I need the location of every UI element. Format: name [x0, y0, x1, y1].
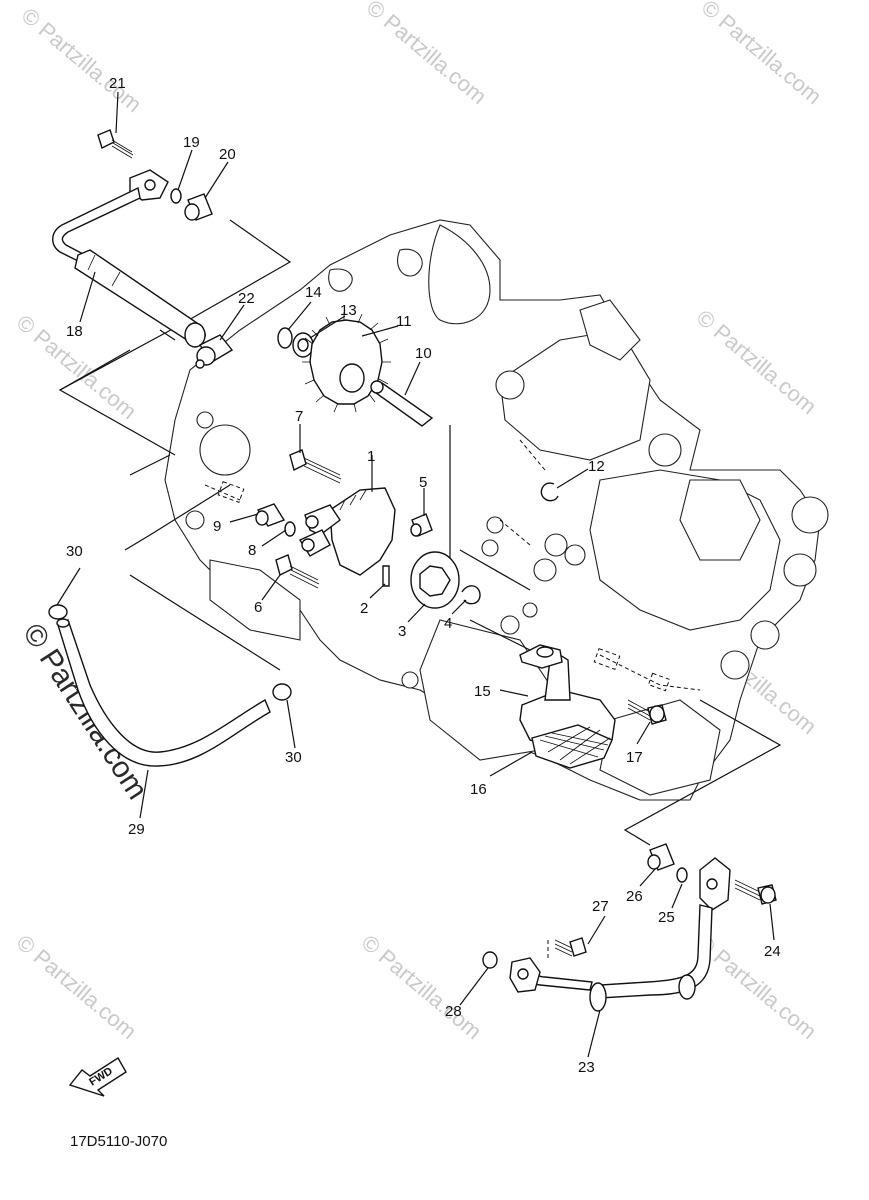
callout-26: 26	[626, 888, 643, 905]
part-17-bolt	[627, 699, 667, 725]
callout-10: 10	[415, 345, 432, 362]
part-18-oil-pipe	[52, 169, 206, 348]
part-7-bolt	[289, 449, 342, 484]
part-16-screen	[531, 724, 613, 769]
callout-19: 19	[183, 134, 200, 151]
part-30-clamp-lower	[272, 683, 292, 701]
part-5-pin	[410, 513, 433, 537]
callout-7: 7	[295, 408, 303, 425]
callout-30-lower: 30	[285, 749, 302, 766]
callout-4: 4	[444, 615, 452, 632]
watermark-text: © Partzilla.com	[692, 930, 822, 1044]
part-28-o-ring	[482, 951, 498, 969]
part-21-bolt	[97, 129, 134, 159]
part-2-pin	[382, 565, 390, 587]
callout-11: 11	[396, 313, 412, 330]
part-22-clamp	[195, 334, 234, 369]
watermark-text: © Partzilla.com	[357, 930, 487, 1044]
part-11-gear	[302, 312, 391, 413]
callout-15: 15	[474, 683, 491, 700]
callout-6: 6	[254, 599, 262, 616]
part-26-collar	[647, 843, 675, 871]
callout-21: 21	[109, 75, 126, 92]
part-20-collar	[184, 193, 213, 221]
part-10-shaft	[370, 380, 434, 427]
callout-labels: 21 19 20 18 22 14 13 11 10 7 1 12 5 9 8 …	[66, 75, 781, 1076]
callout-5: 5	[419, 474, 427, 491]
callout-25: 25	[658, 909, 675, 926]
part-29-hose	[56, 618, 271, 767]
part-25-o-ring	[676, 867, 688, 883]
part-8-o-ring	[284, 521, 296, 537]
part-12-circlip	[540, 482, 559, 502]
callout-leaders	[56, 91, 775, 1058]
part-23-oil-pipe	[509, 857, 731, 1012]
watermark-text: © Partzilla.com	[17, 3, 147, 117]
callout-20: 20	[219, 146, 236, 163]
part-6-bolt	[275, 554, 320, 589]
callout-17: 17	[626, 749, 643, 766]
part-27-bolt	[554, 937, 587, 957]
watermark-text: © Partzilla.com	[692, 305, 822, 419]
part-1-oil-pump	[298, 487, 396, 576]
watermark-text: © Partzilla.com	[697, 0, 827, 109]
callout-18: 18	[66, 323, 83, 340]
watermark-text: © Partzilla.com	[362, 0, 492, 109]
watermark-main: © Partzilla.com	[16, 618, 154, 806]
callout-24: 24	[764, 943, 781, 960]
callout-28: 28	[445, 1003, 462, 1020]
callout-12: 12	[588, 458, 605, 475]
callout-3: 3	[398, 623, 406, 640]
fwd-arrow-icon: FWD	[68, 1057, 127, 1097]
callout-29: 29	[128, 821, 145, 838]
callout-2: 2	[360, 600, 368, 617]
part-3-rotor	[410, 551, 460, 609]
part-13-washer	[292, 332, 314, 358]
part-14-circlip	[277, 327, 293, 349]
callout-8: 8	[248, 542, 256, 559]
callout-27: 27	[592, 898, 609, 915]
diagram-code: 17D5110-J070	[70, 1133, 167, 1150]
callout-22: 22	[238, 290, 255, 307]
callout-13: 13	[340, 302, 357, 319]
part-24-bolt	[734, 879, 777, 905]
callout-9: 9	[213, 518, 221, 535]
callout-16: 16	[470, 781, 487, 798]
callout-23: 23	[578, 1059, 595, 1076]
part-19-o-ring	[170, 188, 182, 204]
watermark-text: © Partzilla.com	[12, 930, 142, 1044]
part-30-clamp-upper	[48, 604, 68, 620]
callout-1: 1	[367, 448, 375, 465]
part-9-dowel	[255, 503, 286, 527]
part-4-circlip	[461, 585, 481, 605]
callout-30-upper: 30	[66, 543, 83, 560]
callout-14: 14	[305, 284, 322, 301]
